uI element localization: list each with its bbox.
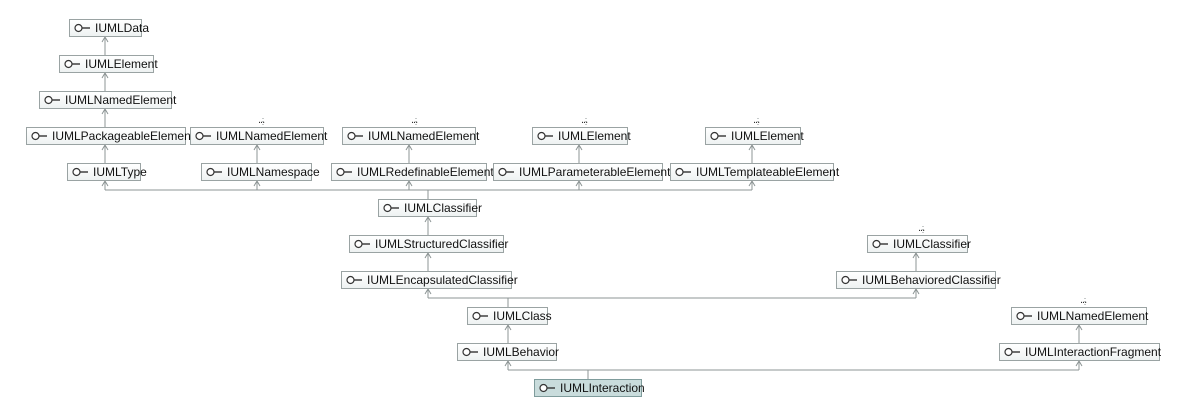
interface-icon	[872, 239, 890, 249]
ellipsis-behaviored[interactable]: ...	[918, 222, 925, 234]
ellipsis-templateable[interactable]: ...	[753, 114, 760, 126]
interface-icon	[1016, 311, 1034, 321]
interface-icon	[347, 131, 365, 141]
node-iumlclassifier-behaviored[interactable]: IUMLClassifier	[867, 235, 971, 253]
interface-icon	[346, 275, 364, 285]
arrowhead	[101, 36, 109, 43]
node-iumlpackageableelement[interactable]: IUMLPackageableElement	[26, 127, 194, 145]
node-iumlnamespace[interactable]: IUMLNamespace	[201, 163, 320, 181]
arrowhead	[101, 108, 109, 115]
arrowhead	[504, 324, 512, 331]
node-iumlelement-parameterable[interactable]: IUMLElement	[532, 127, 631, 145]
interface-icon	[498, 167, 516, 177]
arrowhead	[1075, 324, 1083, 331]
interface-icon	[31, 131, 49, 141]
interface-icon	[72, 167, 90, 177]
node-iumlnamedelement-redefinable[interactable]: IUMLNamedElement	[342, 127, 479, 145]
interface-icon	[710, 131, 728, 141]
node-iumlnamedelement-namespace[interactable]: IUMLNamedElement	[190, 127, 327, 145]
node-iumlelement-root[interactable]: IUMLElement	[59, 55, 158, 73]
node-iumltemplateableelement[interactable]: IUMLTemplateableElement	[670, 163, 839, 181]
arrowhead	[748, 144, 756, 151]
ellipsis-parameterable[interactable]: ...	[581, 114, 588, 126]
arrowhead	[424, 288, 432, 295]
interface-icon	[74, 23, 92, 33]
arrowhead	[101, 72, 109, 79]
node-iumlelement-templateable[interactable]: IUMLElement	[705, 127, 804, 145]
arrowhead	[575, 180, 583, 187]
arrowhead	[424, 252, 432, 259]
arrowhead	[101, 180, 109, 187]
ellipsis-redefinable[interactable]: ...	[411, 114, 418, 126]
node-iumlbehavioredclassifier[interactable]: IUMLBehavioredClassifier	[836, 271, 1001, 289]
arrowhead	[424, 216, 432, 223]
node-iumldata[interactable]: IUMLData	[69, 19, 149, 37]
arrowhead	[405, 144, 413, 151]
arrowhead	[405, 180, 413, 187]
node-iumlnamedelement-interactionfragment[interactable]: IUMLNamedElement	[1011, 307, 1148, 325]
interface-icon	[1004, 347, 1022, 357]
node-iumlredefinableelement[interactable]: IUMLRedefinableElement	[331, 163, 494, 181]
interface-icon	[539, 383, 557, 393]
interface-icon	[537, 131, 555, 141]
arrowhead	[575, 144, 583, 151]
node-iumlnamedelement-root[interactable]: IUMLNamedElement	[39, 91, 176, 109]
node-iumlencapsulatedclassifier[interactable]: IUMLEncapsulatedClassifier	[341, 271, 518, 289]
node-iumlclass[interactable]: IUMLClass	[467, 307, 552, 325]
interface-icon	[195, 131, 213, 141]
interface-icon	[462, 347, 480, 357]
arrowhead	[912, 288, 920, 295]
ellipsis-interactionfragment[interactable]: ...	[1080, 294, 1087, 306]
interface-icon	[841, 275, 859, 285]
interface-icon	[44, 95, 62, 105]
arrowhead	[253, 180, 261, 187]
node-iumlbehavior[interactable]: IUMLBehavior	[457, 343, 559, 361]
interface-icon	[354, 239, 372, 249]
node-iumltype[interactable]: IUMLType	[67, 163, 147, 181]
node-iumlinteraction[interactable]: IUMLInteraction	[534, 379, 645, 397]
arrowhead	[504, 360, 512, 367]
arrowhead	[912, 252, 920, 259]
interface-icon	[336, 167, 354, 177]
arrowhead	[101, 144, 109, 151]
node-iumlinteractionfragment[interactable]: IUMLInteractionFragment	[999, 343, 1161, 361]
arrowhead	[748, 180, 756, 187]
interface-icon	[675, 167, 693, 177]
interface-icon	[206, 167, 224, 177]
interface-icon	[64, 59, 82, 69]
ellipsis-namespace[interactable]: ...	[258, 114, 265, 126]
arrowhead	[1075, 360, 1083, 367]
interface-icon	[383, 203, 401, 213]
interface-icon	[472, 311, 490, 321]
node-iumlstructuredclassifier[interactable]: IUMLStructuredClassifier	[349, 235, 508, 253]
node-iumlclassifier[interactable]: IUMLClassifier	[378, 199, 482, 217]
node-iumlparameterableelement[interactable]: IUMLParameterableElement	[493, 163, 670, 181]
arrowhead	[253, 144, 261, 151]
